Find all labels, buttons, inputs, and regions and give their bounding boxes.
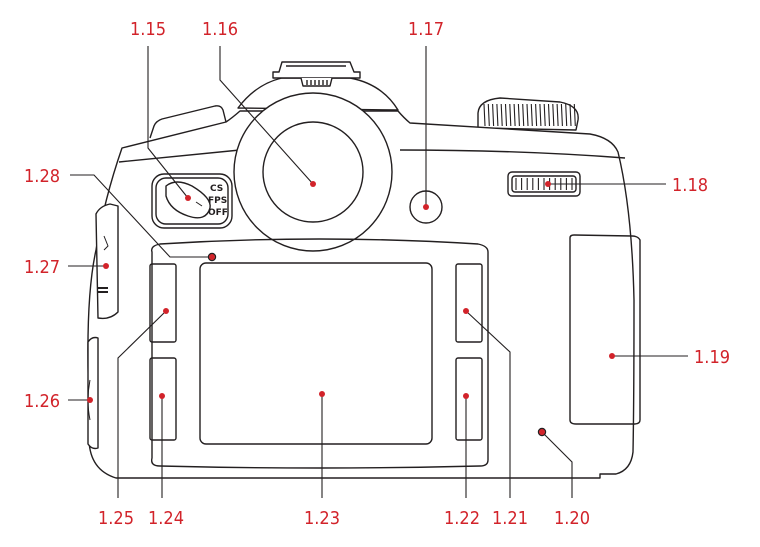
callout-label-1-22: 1.22 bbox=[444, 508, 480, 529]
callout-dot bbox=[463, 393, 469, 399]
callout-dots bbox=[87, 181, 615, 435]
lcd-screen bbox=[199, 262, 433, 445]
callout-label-1-23: 1.23 bbox=[304, 508, 340, 529]
mode-dial bbox=[151, 173, 233, 229]
left-lower-button bbox=[149, 357, 177, 441]
callout-dot bbox=[609, 353, 615, 359]
callout-dot bbox=[185, 195, 191, 201]
callout-dot bbox=[310, 181, 316, 187]
callout-dot bbox=[209, 254, 215, 260]
callout-dot bbox=[319, 391, 325, 397]
mode-dial-option: CS bbox=[210, 184, 223, 194]
top-dial-icon bbox=[477, 97, 579, 131]
leader-1-16 bbox=[219, 46, 314, 185]
callout-label-1-18: 1.18 bbox=[672, 175, 708, 196]
callout-dot bbox=[87, 397, 93, 403]
callout-label-1-16: 1.16 bbox=[202, 19, 238, 40]
callout-label-1-25: 1.25 bbox=[98, 508, 134, 529]
mode-dial-option: FPS bbox=[208, 196, 227, 206]
callout-label-1-17: 1.17 bbox=[408, 19, 444, 40]
leader-1-15 bbox=[147, 46, 189, 199]
port-cover-upper bbox=[95, 203, 119, 320]
callout-dot bbox=[159, 393, 165, 399]
mode-dial-labels: CS FPS OFF bbox=[208, 184, 228, 218]
callout-labels: 1.15 1.16 1.17 1.18 1.19 1.20 1.21 1.22 … bbox=[24, 19, 730, 529]
leader-1-21 bbox=[465, 310, 511, 498]
callout-dot bbox=[423, 204, 429, 210]
callout-label-1-28: 1.28 bbox=[24, 166, 60, 187]
callout-label-1-15: 1.15 bbox=[130, 19, 166, 40]
leader-1-20 bbox=[541, 431, 573, 498]
callout-dot bbox=[163, 308, 169, 314]
eyepiece-lens bbox=[262, 121, 364, 223]
mode-dial-option: OFF bbox=[208, 208, 228, 218]
grip-door bbox=[569, 234, 641, 425]
callout-label-1-21: 1.21 bbox=[492, 508, 528, 529]
top-left-bump bbox=[149, 105, 227, 139]
leader-1-25 bbox=[117, 310, 167, 498]
callout-dot bbox=[545, 181, 551, 187]
callout-dot bbox=[463, 308, 469, 314]
port-cover-lower bbox=[87, 336, 99, 450]
display-bezel bbox=[150, 238, 489, 469]
callout-dot bbox=[539, 429, 545, 435]
callout-label-1-26: 1.26 bbox=[24, 391, 60, 412]
card-led bbox=[537, 427, 547, 437]
callout-label-1-27: 1.27 bbox=[24, 257, 60, 278]
left-upper-button bbox=[149, 263, 177, 343]
callout-label-1-19: 1.19 bbox=[694, 347, 730, 368]
callout-dot bbox=[103, 263, 109, 269]
camera-outline bbox=[87, 61, 641, 479]
leader-1-28 bbox=[70, 174, 212, 258]
eyepiece-outer-ring bbox=[233, 92, 393, 252]
right-lower-button bbox=[455, 357, 483, 441]
callout-label-1-24: 1.24 bbox=[148, 508, 184, 529]
callouts bbox=[68, 46, 688, 498]
callout-label-1-20: 1.20 bbox=[554, 508, 590, 529]
right-upper-button bbox=[455, 263, 483, 343]
